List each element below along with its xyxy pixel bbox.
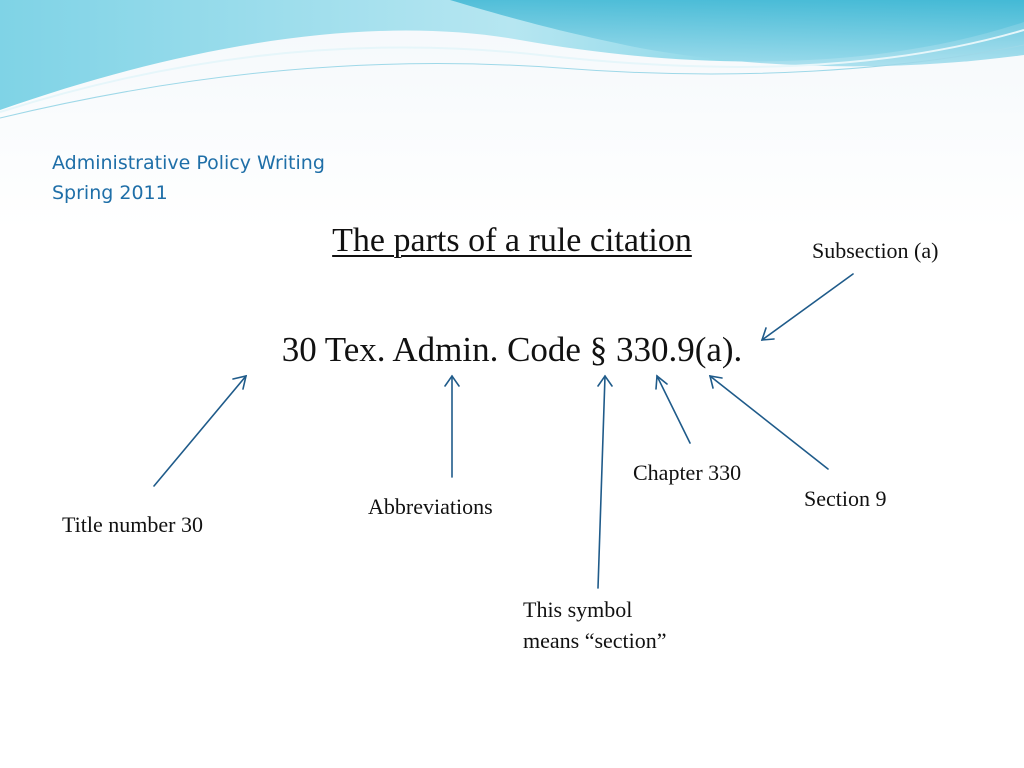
- label-section-symbol-line2: means “section”: [523, 628, 667, 653]
- course-term: Spring 2011: [52, 182, 168, 204]
- label-abbreviations: Abbreviations: [368, 494, 493, 519]
- label-section-symbol: This symbol means “section”: [523, 594, 667, 656]
- arrow-abbreviations: [444, 374, 460, 478]
- label-section: Section 9: [804, 486, 887, 511]
- slide-title: The parts of a rule citation: [332, 222, 692, 259]
- course-title: Administrative Policy Writing: [52, 152, 325, 174]
- label-subsection: Subsection (a): [812, 238, 939, 263]
- label-chapter: Chapter 330: [633, 460, 742, 485]
- arrow-chapter: [655, 374, 691, 444]
- label-title-number: Title number 30: [62, 512, 203, 537]
- header-wave-decoration: [0, 0, 1024, 119]
- label-section-symbol-line1: This symbol: [523, 597, 633, 622]
- arrow-title-number: [153, 374, 248, 487]
- slide-header: Administrative Policy Writing Spring 201…: [52, 148, 325, 208]
- arrow-section-symbol: [597, 374, 613, 589]
- arrow-section: [708, 375, 829, 470]
- citation-text: 30 Tex. Admin. Code § 330.9(a).: [281, 330, 743, 369]
- arrow-subsection: [760, 273, 854, 341]
